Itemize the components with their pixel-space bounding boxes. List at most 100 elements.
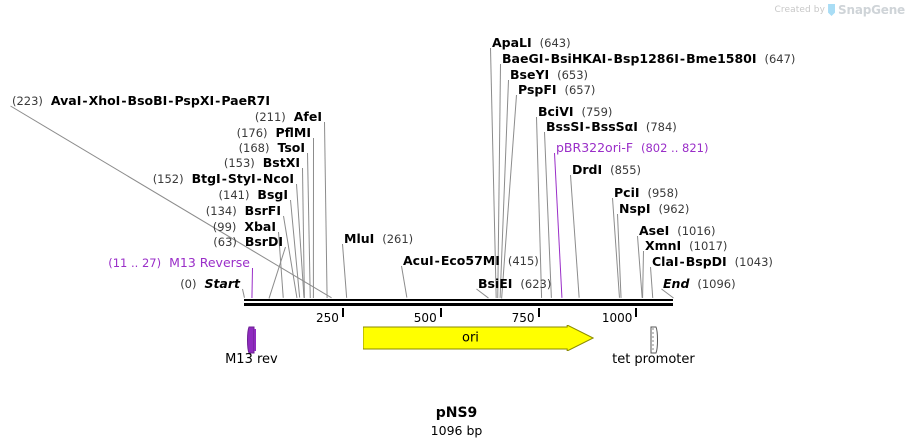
enzyme-name: DrdI (572, 162, 603, 177)
label-position: (261) (382, 232, 414, 246)
label-position: (1043) (734, 255, 773, 269)
ruler-tick (341, 308, 344, 317)
enzyme-name: NspI (619, 201, 651, 216)
enzyme-label-bseyi[interactable]: BseYI (653) (510, 68, 589, 83)
label-position: (153) (223, 156, 255, 170)
enzyme-label-m13-reverse[interactable]: (11 .. 27) M13 Reverse (108, 255, 250, 271)
enzyme-label-acui-group[interactable]: AcuI-Eco57MI (415) (403, 253, 539, 269)
enzyme-label-bsgi[interactable]: (141) BsgI (218, 188, 288, 203)
enzyme-name: BsiHKAI (550, 51, 607, 66)
enzyme-name: BsrFI (244, 203, 281, 218)
feature-label-tet-promoter: tet promoter (612, 352, 695, 367)
name-separator: - (256, 171, 262, 186)
enzyme-name: MluI (344, 231, 375, 246)
name-separator: - (679, 254, 685, 269)
label-position: (0) (180, 277, 197, 291)
enzyme-name: BtgI (191, 171, 221, 186)
name-separator: - (585, 119, 591, 134)
enzyme-name: StyI (227, 171, 256, 186)
leader-line-acui-group (401, 265, 408, 299)
enzyme-name: AfeI (293, 109, 322, 124)
name-separator: - (121, 93, 127, 108)
leader-line-bsssi-group (544, 131, 552, 299)
enzyme-label-clai-group[interactable]: ClaI-BspDI (1043) (652, 254, 773, 270)
ruler-tick-label: 750 (511, 311, 535, 325)
enzyme-label-tsoi[interactable]: (168) TsoI (238, 140, 305, 156)
enzyme-name: PspXI (174, 93, 215, 108)
enzyme-label-asei[interactable]: AseI (1016) (639, 223, 716, 239)
label-position: (1016) (677, 224, 716, 238)
feature-label-m13-rev: M13 rev (225, 352, 278, 367)
enzyme-label-apali[interactable]: ApaLI (643) (492, 36, 571, 51)
ruler-tick-label: 1000 (601, 311, 633, 325)
leader-line-tsoi (307, 152, 311, 298)
ruler-tick-label: 500 (413, 311, 437, 325)
ruler-tick-label: 250 (315, 311, 339, 325)
enzyme-name: Eco57MI (440, 253, 500, 268)
feature-m13-rev-glyph[interactable] (244, 326, 260, 354)
enzyme-name: TsoI (277, 140, 305, 155)
enzyme-name: PspFI (518, 82, 557, 97)
enzyme-name: BaeGI (502, 51, 544, 66)
enzyme-label-baegi-group[interactable]: BaeGI-BsiHKAI-Bsp1286I-Bme1580I (647) (502, 51, 796, 67)
leader-line-start (242, 288, 245, 299)
enzyme-label-mlui[interactable]: MluI (261) (344, 231, 414, 247)
enzyme-label-pbr322ori-f[interactable]: pBR322ori-F (802 .. 821) (556, 141, 709, 156)
feature-tet-promoter-glyph[interactable] (646, 326, 662, 354)
plasmid-title-block: pNS9 1096 bp (0, 405, 913, 438)
label-position: (176) (236, 126, 268, 140)
leader-line-clai-group (650, 266, 654, 299)
enzyme-label-xbai[interactable]: (99) XbaI (213, 219, 276, 235)
label-position: (653) (557, 68, 589, 82)
enzyme-name: BsrDI (244, 234, 283, 249)
enzyme-label-pspfi[interactable]: PspFI (657) (518, 82, 596, 98)
enzyme-name: PflMI (275, 125, 311, 140)
enzyme-label-pflmi[interactable]: (176) PflMI (236, 125, 311, 141)
enzyme-name: BspDI (685, 254, 727, 269)
feature-ori-arrow[interactable] (362, 324, 595, 352)
enzyme-label-btgi-group[interactable]: (152) BtgI-StyI-NcoI (153, 171, 294, 187)
enzyme-label-bcivi[interactable]: BciVI (759) (538, 105, 613, 120)
name-separator: - (215, 93, 221, 108)
label-position: (657) (564, 83, 596, 97)
label-position: (647) (764, 52, 796, 66)
enzyme-label-end[interactable]: End (1096) (663, 277, 736, 292)
name-separator: - (434, 253, 440, 268)
enzyme-label-bsssi-group[interactable]: BssSI-BssSαI (784) (546, 119, 677, 135)
leader-line-pflmi (312, 137, 314, 299)
label-position: (168) (238, 141, 270, 155)
enzyme-name: BstXI (262, 155, 300, 170)
label-position: (415) (507, 254, 539, 268)
leader-line-bcivi (536, 116, 543, 299)
enzyme-label-pcii[interactable]: PciI (958) (614, 185, 678, 201)
name-separator: - (544, 51, 550, 66)
label-position: (1096) (697, 277, 736, 291)
enzyme-label-bsiei[interactable]: BsiEI (623) (478, 277, 551, 292)
enzyme-label-bsrdi[interactable]: (63) BsrDI (213, 234, 283, 250)
name-separator: - (168, 93, 174, 108)
feature-label-ori: ori (461, 330, 479, 346)
ruler-tick (635, 308, 638, 317)
label-position: (141) (218, 188, 250, 202)
enzyme-label-avai-group[interactable]: (223) AvaI-XhoI-BsoBI-PspXI-PaeR7I (12, 93, 270, 109)
label-position: (802 .. 821) (640, 141, 709, 155)
snapgene-flag-icon (828, 4, 835, 16)
label-position: (759) (581, 105, 613, 119)
page-title: pNS9 (435, 405, 478, 421)
enzyme-label-nspi[interactable]: NspI (962) (619, 201, 689, 217)
enzyme-name: PciI (614, 185, 640, 200)
enzyme-label-start[interactable]: (0) Start (180, 277, 240, 292)
enzyme-label-drdi[interactable]: DrdI (855) (572, 162, 641, 178)
enzyme-name: XbaI (244, 219, 276, 234)
enzyme-label-afei[interactable]: (211) AfeI (255, 109, 322, 125)
enzyme-label-bsrfi[interactable]: (134) BsrFI (206, 203, 281, 219)
enzyme-name: M13 Reverse (169, 255, 250, 270)
enzyme-name: AseI (639, 223, 670, 238)
plasmid-size: 1096 bp (430, 423, 483, 438)
ruler-tick (439, 308, 442, 317)
leader-line-drdi (570, 174, 580, 299)
enzyme-label-bstxi[interactable]: (153) BstXI (223, 155, 300, 171)
leader-line-mlui (342, 243, 348, 299)
enzyme-label-xmni[interactable]: XmnI (1017) (645, 239, 727, 254)
